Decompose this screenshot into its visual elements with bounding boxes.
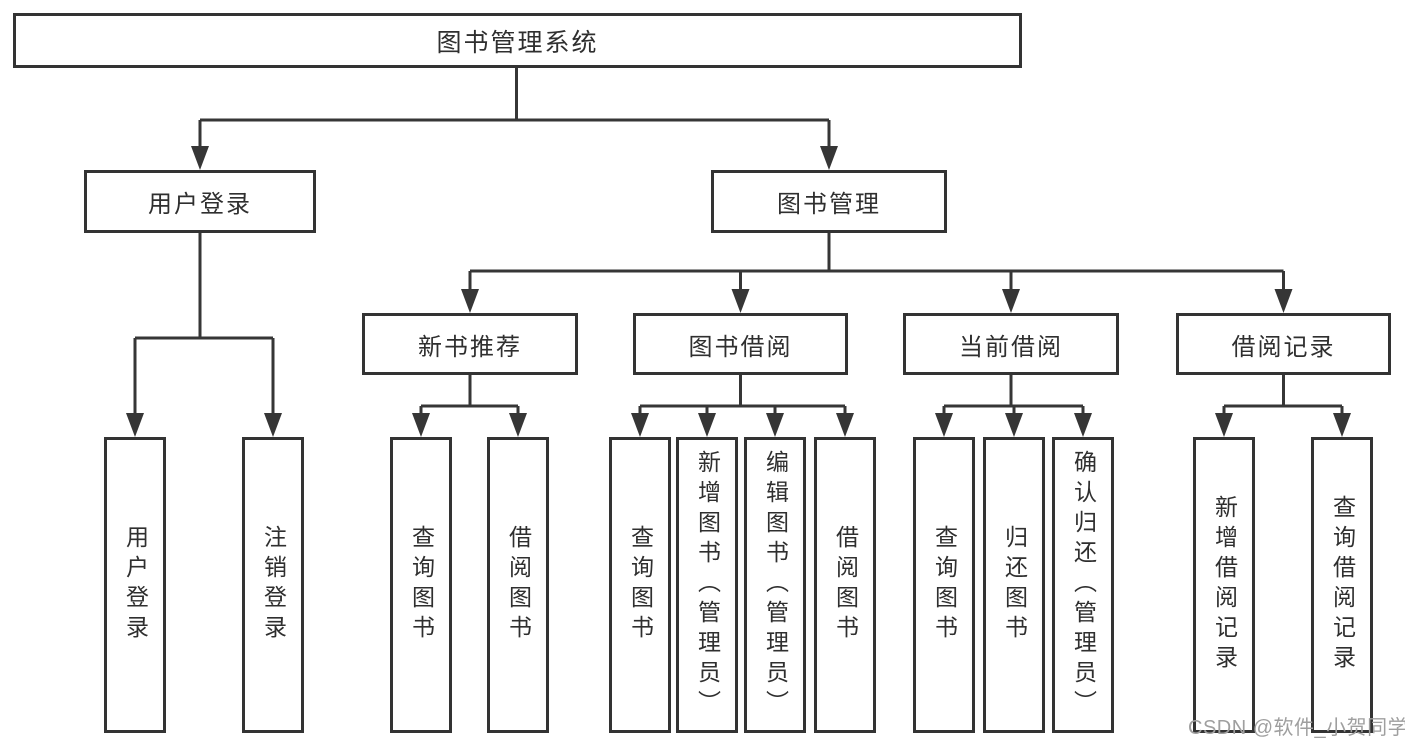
arrowheads <box>126 146 1351 437</box>
leaf-return-books: 归还图书 <box>983 437 1045 733</box>
leaf-query-books-recommend: 查询图书 <box>390 437 452 733</box>
leaf-query-books-current: 查询图书 <box>913 437 975 733</box>
node-book-management: 图书管理 <box>711 170 947 233</box>
leaf-query-borrow-record: 查询借阅记录 <box>1311 437 1373 733</box>
leaf-user-login: 用户登录 <box>104 437 166 733</box>
leaf-query-books-borrowing: 查询图书 <box>609 437 671 733</box>
leaf-borrow-books: 借阅图书 <box>814 437 876 733</box>
node-new-book-recommend: 新书推荐 <box>362 313 578 375</box>
watermark: CSDN @软件_小贺同学 <box>1188 717 1405 739</box>
node-book-borrowing: 图书借阅 <box>633 313 848 375</box>
node-borrowing-records: 借阅记录 <box>1176 313 1391 375</box>
node-user-login: 用户登录 <box>84 170 316 233</box>
leaf-confirm-return-admin: 确认归还（管理员） <box>1052 437 1114 733</box>
leaf-edit-book-admin: 编辑图书（管理员） <box>744 437 806 733</box>
node-root: 图书管理系统 <box>13 13 1022 68</box>
leaf-add-borrow-record: 新增借阅记录 <box>1193 437 1255 733</box>
leaf-borrow-books-recommend: 借阅图书 <box>487 437 549 733</box>
node-current-borrowing: 当前借阅 <box>903 313 1119 375</box>
leaf-add-book-admin: 新增图书（管理员） <box>676 437 738 733</box>
leaf-logout: 注销登录 <box>242 437 304 733</box>
